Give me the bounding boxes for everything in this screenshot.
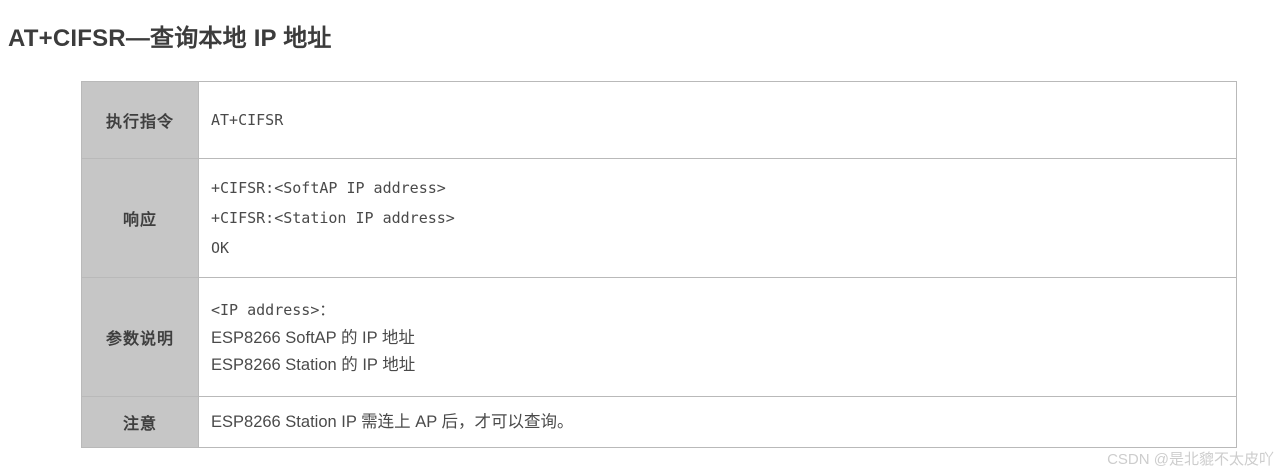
cell-lines: ESP8266 Station IP 需连上 AP 后，才可以查询。	[211, 409, 1236, 436]
cell-line: OK	[211, 239, 230, 257]
table-row: 响应 +CIFSR:<SoftAP IP address> +CIFSR:<St…	[81, 158, 1237, 278]
row-value-execute-command: AT+CIFSR	[198, 81, 1237, 159]
row-value-parameter-description: <IP address>： ESP8266 SoftAP 的 IP 地址 ESP…	[198, 277, 1237, 397]
at-command-table-body: 执行指令 AT+CIFSR 响应 +CIFSR:<SoftAP IP addre…	[81, 81, 1237, 448]
cell-lines: AT+CIFSR	[211, 105, 1236, 135]
table-row: 参数说明 <IP address>： ESP8266 SoftAP 的 IP 地…	[81, 277, 1237, 397]
watermark: CSDN @是北貔不太皮吖	[1107, 448, 1274, 469]
row-label-response: 响应	[81, 158, 199, 278]
page-title: AT+CIFSR—查询本地 IP 地址	[8, 25, 332, 52]
cell-line: <IP address>：	[211, 301, 335, 319]
cell-line: ESP8266 Station IP 需连上 AP 后，才可以查询。	[211, 412, 574, 431]
row-value-response: +CIFSR:<SoftAP IP address> +CIFSR:<Stati…	[198, 158, 1237, 278]
row-label-parameter-description: 参数说明	[81, 277, 199, 397]
cell-line: ESP8266 SoftAP 的 IP 地址	[211, 329, 415, 347]
table-row: 执行指令 AT+CIFSR	[81, 81, 1237, 159]
cell-line: ESP8266 Station 的 IP 地址	[211, 356, 416, 374]
row-value-note: ESP8266 Station IP 需连上 AP 后，才可以查询。	[198, 396, 1237, 448]
cell-lines: <IP address>： ESP8266 SoftAP 的 IP 地址 ESP…	[211, 295, 1236, 379]
row-label-note: 注意	[81, 396, 199, 448]
watermark-text: CSDN @是北貔不太皮吖	[1107, 451, 1274, 468]
cell-line: +CIFSR:<SoftAP IP address>	[211, 179, 446, 197]
at-command-table: 执行指令 AT+CIFSR 响应 +CIFSR:<SoftAP IP addre…	[81, 81, 1237, 448]
cell-lines: +CIFSR:<SoftAP IP address> +CIFSR:<Stati…	[211, 173, 1236, 263]
cell-line: AT+CIFSR	[211, 111, 284, 129]
cell-line: +CIFSR:<Station IP address>	[211, 209, 455, 227]
row-label-execute-command: 执行指令	[81, 81, 199, 159]
table-row: 注意 ESP8266 Station IP 需连上 AP 后，才可以查询。	[81, 396, 1237, 448]
